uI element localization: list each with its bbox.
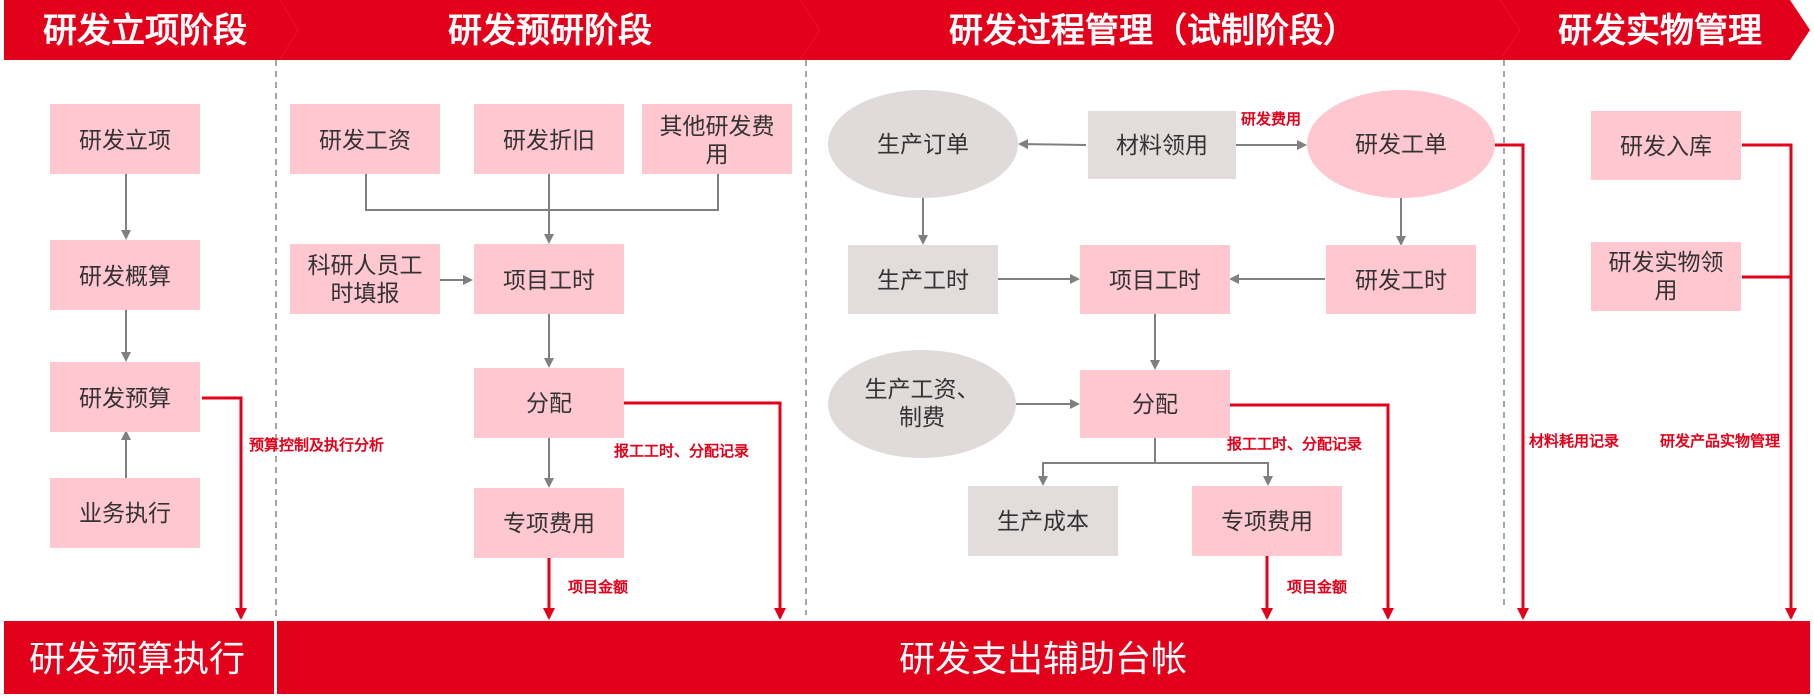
phase-chevron-process bbox=[800, 0, 1520, 60]
red-connectors bbox=[202, 143, 1797, 620]
bar-auxiliary-ledger-label: 研发支出辅助台帐 bbox=[899, 639, 1187, 680]
box-rd-warehousing-label: 研发入库 bbox=[1620, 134, 1712, 160]
box-business-execution-label: 业务执行 bbox=[79, 501, 171, 527]
box-rd-budget bbox=[50, 362, 200, 432]
physical-steps: 研发入库 研发实物领 用 bbox=[1591, 111, 1741, 311]
ann-rd-expense: 研发费用 bbox=[1241, 110, 1301, 128]
box-rd-estimate-label: 研发概算 bbox=[79, 264, 171, 290]
box-rd-salary-label: 研发工资 bbox=[319, 128, 411, 154]
box-production-cost bbox=[968, 486, 1118, 556]
ann-project-amount-process: 项目金额 bbox=[1287, 578, 1347, 596]
box-other-rd-costs-label-1: 其他研发费 bbox=[660, 114, 775, 140]
ann-physical-management: 研发产品实物管理 bbox=[1660, 432, 1780, 450]
box-allocation-pre-label: 分配 bbox=[526, 391, 572, 417]
annotations: 预算控制及执行分析 报工工时、分配记录 项目金额 研发费用 报工工时、分配记录 … bbox=[249, 110, 1780, 596]
box-project-hours-process-label: 项目工时 bbox=[1109, 268, 1201, 294]
ann-hours-allocation-pre: 报工工时、分配记录 bbox=[614, 442, 749, 460]
ellipse-production-order-label: 生产订单 bbox=[877, 132, 969, 158]
box-rd-hours-label: 研发工时 bbox=[1355, 268, 1447, 294]
phase-header-bar: 研发立项阶段 研发预研阶段 研发过程管理（试制阶段） 研发实物管理 bbox=[4, 0, 1810, 60]
bar-budget-execution bbox=[4, 621, 274, 694]
process-steps: 生产订单 材料领用 研发工单 生产工时 项目工时 研发工时 生产工资、 制费 分… bbox=[828, 90, 1495, 556]
phase-chevron-pre-research bbox=[280, 0, 820, 60]
box-researcher-timesheet-label-1: 科研人员工 bbox=[308, 253, 423, 279]
box-rd-budget-label: 研发预算 bbox=[79, 386, 171, 412]
phase-title-physical: 研发实物管理 bbox=[1558, 11, 1762, 51]
box-special-expense-pre bbox=[474, 488, 624, 558]
box-rd-estimate bbox=[50, 240, 200, 310]
ann-hours-allocation-process: 报工工时、分配记录 bbox=[1227, 435, 1362, 453]
box-allocation-process bbox=[1080, 370, 1230, 438]
box-special-expense-pre-label: 专项费用 bbox=[503, 511, 595, 537]
phase-title-process: 研发过程管理（试制阶段） bbox=[949, 11, 1357, 51]
ann-project-amount-pre: 项目金额 bbox=[568, 578, 628, 596]
box-production-hours bbox=[848, 245, 998, 314]
ellipse-rd-work-order-label: 研发工单 bbox=[1355, 132, 1447, 158]
box-rd-warehousing bbox=[1591, 111, 1741, 180]
ann-material-usage: 材料耗用记录 bbox=[1529, 432, 1619, 450]
ann-budget-control: 预算控制及执行分析 bbox=[249, 436, 384, 454]
box-material-requisition bbox=[1088, 111, 1236, 179]
phase-title-initiation: 研发立项阶段 bbox=[43, 11, 247, 51]
box-other-rd-costs-label-2: 用 bbox=[706, 142, 729, 168]
bar-auxiliary-ledger bbox=[277, 621, 1810, 694]
box-allocation-process-label: 分配 bbox=[1132, 392, 1178, 418]
box-rd-approval-label: 研发立项 bbox=[79, 128, 171, 154]
box-special-expense-process bbox=[1192, 486, 1342, 556]
grey-connectors bbox=[121, 139, 1406, 488]
box-rd-hours bbox=[1326, 245, 1476, 314]
phase-chevron-physical bbox=[1500, 0, 1810, 60]
ellipse-production-wages-label-2: 制费 bbox=[899, 405, 945, 431]
box-production-hours-label: 生产工时 bbox=[877, 268, 969, 294]
box-rd-depreciation bbox=[474, 104, 624, 174]
pre-research-steps: 研发工资 研发折旧 其他研发费 用 科研人员工 时填报 项目工时 分配 专项费用 bbox=[290, 104, 792, 558]
ellipse-rd-work-order bbox=[1307, 90, 1495, 198]
box-business-execution bbox=[50, 478, 200, 548]
phase-chevron-initiation bbox=[4, 0, 298, 60]
box-project-hours-pre bbox=[474, 244, 624, 314]
box-material-requisition-label: 材料领用 bbox=[1116, 133, 1208, 159]
box-production-cost-label: 生产成本 bbox=[997, 509, 1089, 535]
box-project-hours-pre-label: 项目工时 bbox=[503, 268, 595, 294]
bottom-bars: 研发预算执行 研发支出辅助台帐 bbox=[4, 621, 1810, 694]
box-researcher-timesheet bbox=[290, 244, 440, 314]
box-rd-physical-requisition-label-2: 用 bbox=[1655, 278, 1678, 304]
ellipse-production-wages-label-1: 生产工资、 bbox=[865, 377, 980, 403]
box-rd-salary bbox=[290, 104, 440, 174]
initiation-steps: 研发立项 研发概算 研发预算 业务执行 bbox=[50, 104, 200, 548]
box-rd-depreciation-label: 研发折旧 bbox=[503, 128, 595, 154]
box-other-rd-costs bbox=[642, 104, 792, 174]
ellipse-production-order bbox=[828, 90, 1018, 198]
box-allocation-pre bbox=[474, 368, 624, 438]
box-researcher-timesheet-label-2: 时填报 bbox=[331, 281, 400, 307]
box-rd-physical-requisition-label-1: 研发实物领 bbox=[1609, 250, 1724, 276]
box-rd-physical-requisition bbox=[1591, 242, 1741, 311]
bar-budget-execution-label: 研发预算执行 bbox=[29, 639, 245, 680]
box-special-expense-process-label: 专项费用 bbox=[1221, 509, 1313, 535]
phase-title-pre-research: 研发预研阶段 bbox=[448, 11, 652, 51]
box-rd-approval bbox=[50, 104, 200, 174]
ellipse-production-wages bbox=[828, 350, 1016, 458]
box-project-hours-process bbox=[1080, 245, 1230, 314]
